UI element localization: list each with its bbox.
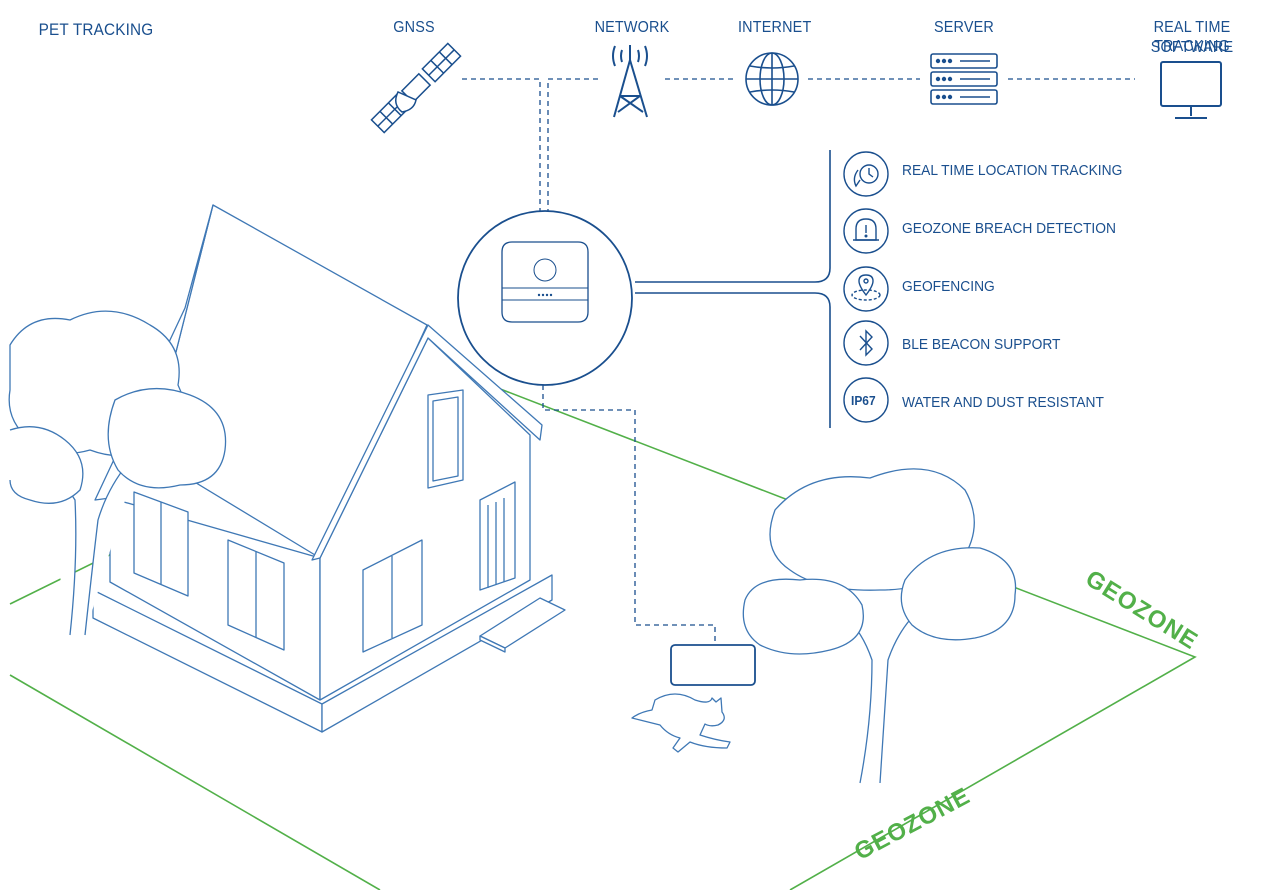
feature-label-ip67: WATER AND DUST RESISTANT bbox=[902, 394, 1104, 411]
globe-icon bbox=[745, 52, 799, 106]
cell-tower-icon bbox=[612, 45, 648, 118]
feature-label-tracking: REAL TIME LOCATION TRACKING bbox=[902, 162, 1123, 179]
internet-label: INTERNET bbox=[738, 19, 812, 36]
software-label-line2: SOFTWARE bbox=[1150, 39, 1234, 56]
monitor-icon bbox=[1160, 61, 1222, 119]
house-illustration bbox=[92, 204, 566, 733]
tree-left bbox=[8, 310, 227, 636]
dog-illustration bbox=[631, 693, 731, 753]
pet-tracker-tag bbox=[670, 644, 756, 686]
geofence-pin-icon bbox=[843, 266, 889, 312]
feature-label-geofencing: GEOFENCING bbox=[902, 278, 995, 295]
server-icon bbox=[930, 53, 998, 105]
network-label: NETWORK bbox=[594, 19, 670, 36]
tracker-device bbox=[457, 210, 633, 386]
feature-label-breach: GEOZONE BREACH DETECTION bbox=[902, 220, 1116, 237]
satellite-icon bbox=[370, 42, 462, 134]
server-label: SERVER bbox=[933, 19, 995, 36]
feature-connector bbox=[635, 150, 831, 428]
bluetooth-icon bbox=[843, 320, 889, 366]
connection-lines bbox=[462, 78, 1135, 645]
software-label-line1: REAL TIME TRACKING bbox=[1153, 19, 1231, 55]
ip67-badge-text: IP67 bbox=[851, 393, 876, 408]
feature-label-ble: BLE BEACON SUPPORT bbox=[902, 336, 1061, 353]
page-title: PET TRACKING bbox=[38, 20, 154, 39]
gnss-label: GNSS bbox=[393, 19, 435, 36]
location-clock-icon bbox=[843, 151, 889, 197]
alert-bell-icon bbox=[843, 208, 889, 254]
ip67-badge-icon bbox=[843, 377, 889, 423]
tree-right bbox=[742, 468, 1017, 784]
